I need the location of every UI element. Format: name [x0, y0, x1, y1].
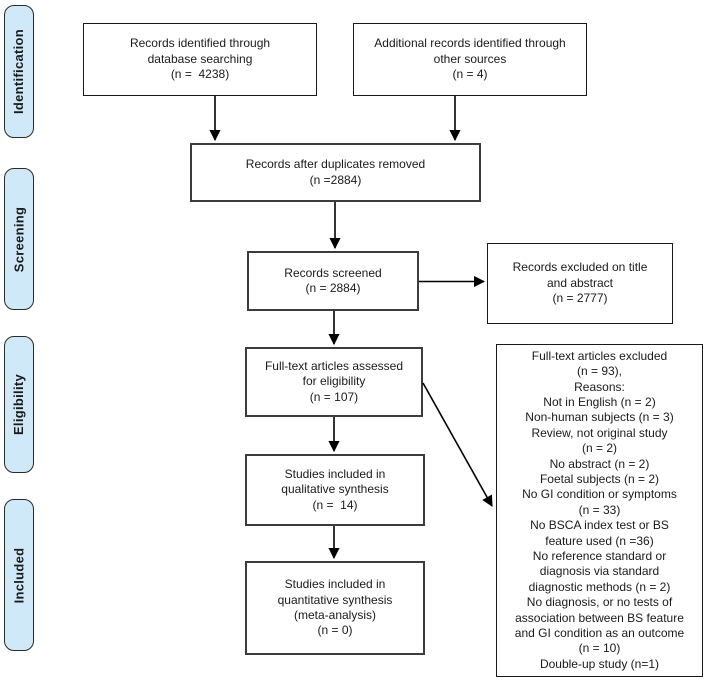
node-qualitative-synthesis: Studies included in qualitative synthesi… — [245, 454, 425, 526]
node-additional-records-other-sources-text: Additional records identified through ot… — [374, 36, 566, 82]
node-records-after-duplicates-removed: Records after duplicates removed (n =288… — [190, 143, 481, 202]
node-quantitative-synthesis: Studies included in quantitative synthes… — [245, 561, 425, 655]
node-records-screened-text: Records screened (n = 2884) — [284, 265, 382, 295]
node-records-identified-database-text: Records identified through database sear… — [129, 36, 271, 82]
node-fulltext-assessed-text: Full-text articles assessed for eligibil… — [264, 358, 404, 404]
stage-eligibility: Eligibility — [4, 336, 34, 473]
stage-included: Included — [4, 499, 34, 651]
stage-identification: Identification — [4, 5, 34, 138]
node-fulltext-excluded-reasons: Full-text articles excluded (n = 93), Re… — [496, 344, 703, 677]
node-records-identified-database: Records identified through database sear… — [83, 23, 317, 96]
node-records-excluded-title-abstract: Records excluded on title and abstract (… — [487, 243, 673, 324]
node-fulltext-assessed: Full-text articles assessed for eligibil… — [245, 347, 423, 417]
stage-screening-label: Screening — [11, 206, 27, 272]
node-qualitative-synthesis-text: Studies included in qualitative synthesi… — [281, 466, 389, 512]
stage-eligibility-label: Eligibility — [11, 373, 27, 436]
stage-screening: Screening — [4, 168, 34, 310]
node-records-after-duplicates-removed-text: Records after duplicates removed (n =288… — [245, 157, 426, 187]
node-records-excluded-title-abstract-text: Records excluded on title and abstract (… — [512, 260, 648, 306]
node-additional-records-other-sources: Additional records identified through ot… — [353, 23, 587, 96]
node-quantitative-synthesis-text: Studies included in quantitative synthes… — [277, 577, 393, 638]
stage-included-label: Included — [11, 547, 27, 603]
node-records-screened: Records screened (n = 2884) — [247, 251, 419, 311]
arrow-fulltext-to-excluded-reasons — [422, 382, 493, 507]
node-fulltext-excluded-reasons-text: Full-text articles excluded (n = 93), Re… — [514, 348, 685, 671]
stage-identification-label: Identification — [11, 28, 27, 115]
